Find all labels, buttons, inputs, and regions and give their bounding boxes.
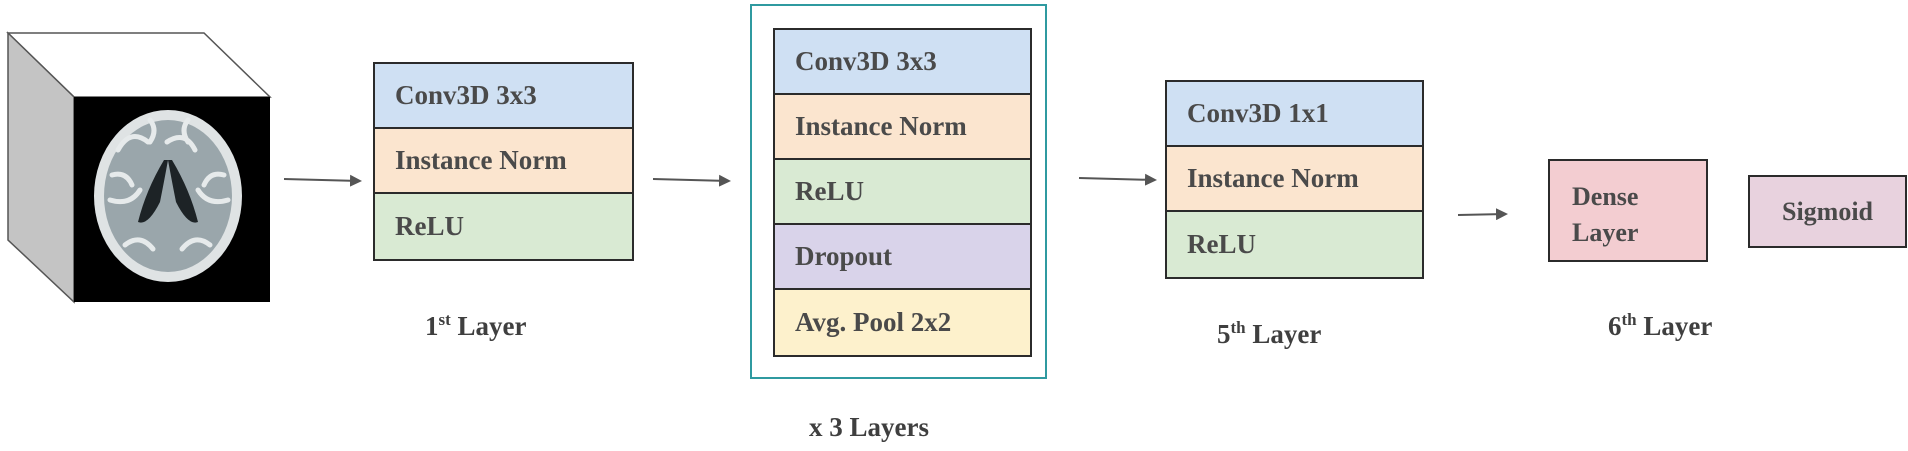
sigmoid-label: Sigmoid [1781,196,1874,226]
ventricles [138,160,198,223]
arrow-block-to-layer5 [1078,173,1157,186]
mri-brain-cube-icon [6,31,272,304]
dense-label-line2: Layer [1572,218,1639,247]
block-relu-cell: ReLU [775,160,1030,225]
block-pool-cell: Avg. Pool 2x2 [775,290,1030,355]
block-conv-cell: Conv3D 3x3 [775,30,1030,95]
layer1-relu-cell: ReLU [375,194,632,259]
sigmoid-box: Sigmoid [1748,175,1907,248]
repeat-block-frame [750,4,1047,379]
layer1-stack: Conv3D 3x3 Instance Norm ReLU [373,62,634,261]
arrow-layer1-to-block [652,174,731,187]
layer5-stack: Conv3D 1x1 Instance Norm ReLU [1165,80,1424,279]
block-norm-cell: Instance Norm [775,95,1030,160]
block-dropout-cell: Dropout [775,225,1030,290]
repeat-block-stack: Conv3D 3x3 Instance Norm ReLU Dropout Av… [773,28,1032,357]
arrow-layer5-to-layer6 [1457,208,1508,221]
layer5-norm-cell: Instance Norm [1167,147,1422,212]
layer5-caption: 5th Layer [1217,318,1322,349]
layer1-norm-cell: Instance Norm [375,129,632,194]
layer1-conv-cell: Conv3D 3x3 [375,64,632,129]
layer6-caption: 6th Layer [1608,310,1713,341]
layer5-conv-cell: Conv3D 1x1 [1167,82,1422,147]
layer5-relu-cell: ReLU [1167,212,1422,277]
repeat-block-caption: x 3 Layers [809,412,929,442]
arrow-input-to-layer1 [283,174,362,187]
dense-layer-box: Dense Layer [1548,159,1708,262]
layer1-caption: 1st Layer [425,310,527,341]
dense-label-line1: Dense [1572,182,1639,211]
